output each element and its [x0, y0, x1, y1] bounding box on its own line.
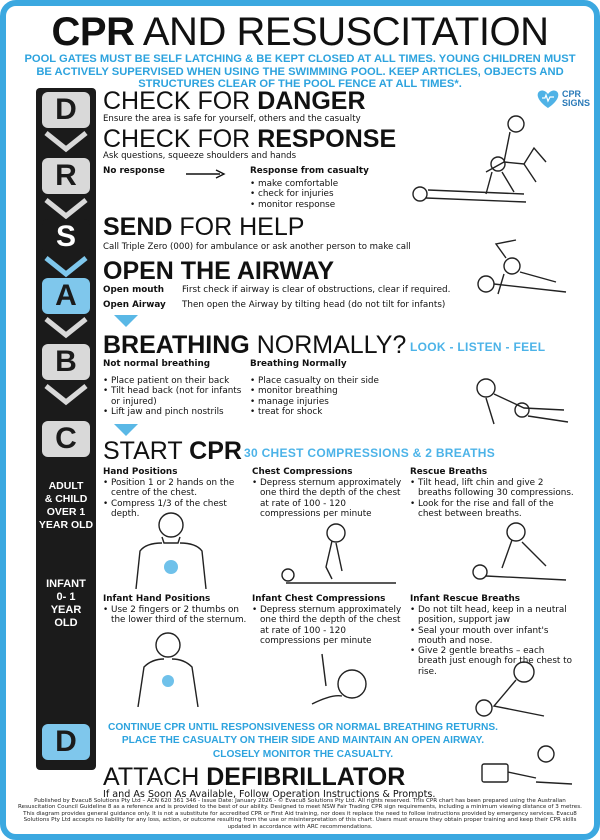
adult-torso-illustration — [135, 512, 207, 589]
letter-d2: D — [42, 724, 90, 760]
fine-print: Published by Evacu8 Solutions Pty Ltd – … — [18, 798, 582, 830]
check-response-illustration — [412, 115, 547, 203]
chevron-down-icon — [44, 131, 88, 153]
heading-defib: ATTACH DEFIBRILLATOR — [103, 763, 406, 791]
look-listen-feel: LOOK - LISTEN - FEEL — [410, 340, 546, 354]
chevron-down-icon — [44, 317, 88, 339]
normal-block: Breathing Normally Place casualty on the… — [250, 359, 400, 417]
infant-chest-compressions: Infant Chest Compressions Depress sternu… — [252, 594, 402, 646]
defibrillator-illustration — [481, 745, 573, 785]
rescue-breath-illustration — [472, 522, 567, 581]
letter-a: A — [42, 278, 90, 314]
down-triangle-icon — [114, 315, 138, 327]
letter-s: S — [42, 219, 90, 255]
airway-row-label: Open Airway — [103, 300, 166, 310]
infant-torso-illustration — [137, 632, 199, 707]
down-triangle-icon — [114, 424, 138, 436]
compressions-tag: 30 CHEST COMPRESSIONS & 2 BREATHS — [244, 446, 496, 460]
send-sub: Call Triple Zero (000) for ambulance or … — [103, 242, 411, 252]
heading-danger: CHECK FOR DANGER — [103, 87, 366, 115]
infant-hand-positions: Infant Hand Positions Use 2 fingers or 2… — [103, 594, 248, 626]
heading-response: CHECK FOR RESPONSE — [103, 125, 397, 153]
letter-c: C — [42, 421, 90, 457]
heading-breathing: BREATHING NORMALLY? — [103, 331, 407, 359]
chevron-down-icon — [44, 384, 88, 406]
infant-breath-illustration — [475, 661, 545, 717]
not-normal-block: Not normal breathing Place patient on th… — [103, 359, 243, 417]
no-response-label: No response — [103, 166, 165, 176]
adult-rescue-breaths: Rescue Breaths Tilt head, lift chin and … — [410, 467, 575, 519]
danger-sub: Ensure the area is safe for yourself, ot… — [103, 114, 361, 124]
response-sub: Ask questions, squeeze shoulders and han… — [103, 151, 297, 161]
airway-row-text: First check if airway is clear of obstru… — [182, 285, 451, 295]
infant-rescue-breaths: Infant Rescue Breaths Do not tilt head, … — [410, 594, 575, 677]
chest-compression-illustration — [281, 523, 396, 584]
arrow-right-icon — [186, 169, 226, 179]
heading-cpr: START CPR — [103, 437, 242, 465]
breathing-check-illustration — [476, 378, 569, 425]
continue-cpr-text: CONTINUE CPR UNTIL RESPONSIVENESS OR NOR… — [108, 722, 498, 760]
response-yes-block: Response from casualty make comfortablec… — [250, 166, 369, 210]
chevron-down-icon — [44, 256, 88, 278]
airway-row-label: Open mouth — [103, 285, 165, 295]
open-airway-illustration — [477, 239, 567, 295]
chevron-down-icon — [44, 198, 88, 220]
defib-sub: If and As Soon As Available, Follow Oper… — [103, 789, 436, 800]
infant-compression-illustration — [311, 653, 367, 705]
heading-airway: OPEN THE AIRWAY — [103, 257, 335, 285]
adult-chest-compressions: Chest Compressions Depress sternum appro… — [252, 467, 402, 519]
letter-r: R — [42, 158, 90, 194]
letter-b: B — [42, 344, 90, 380]
cpr-signs-logo: CPR SIGNS — [534, 84, 590, 118]
letter-d: D — [42, 92, 90, 128]
heading-send: SEND FOR HELP — [103, 213, 305, 241]
adult-hand-positions: Hand Positions Position 1 or 2 hands on … — [103, 467, 243, 519]
page-title: CPR AND RESUSCITATION — [51, 10, 549, 54]
airway-row-text: Then open the Airway by tilting head (do… — [182, 300, 446, 310]
pool-notice: POOL GATES MUST BE SELF LATCHING & BE KE… — [24, 53, 576, 90]
